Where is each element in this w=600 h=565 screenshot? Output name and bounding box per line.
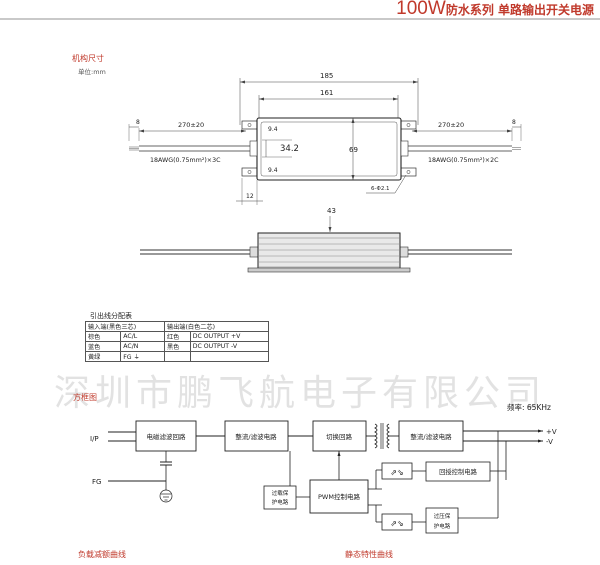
block-feedback: 回授控制电路 — [439, 467, 477, 476]
watermark: 深圳市鹏飞航电子有限公司 — [53, 373, 546, 414]
dim-cable-right: 270±20 — [438, 121, 464, 129]
table-cell — [189, 351, 270, 362]
hole-note: 6-Φ2.1 — [371, 186, 390, 192]
opto-icon: ⇗⇘ — [390, 519, 403, 528]
unit-label: 单位:mm — [78, 68, 106, 76]
cable-left-label: 18AWG(0.75mm²)×3C — [150, 157, 221, 164]
table-cell: FG ⏚ — [120, 351, 165, 362]
opto-icon: ⇗⇘ — [390, 468, 403, 477]
dim-inner-gap: 34.2 — [280, 144, 299, 154]
block-switch: 切换回路 — [326, 432, 353, 441]
dimensions-title: 机构尺寸 — [72, 54, 104, 63]
block-ovp2-line1: 过压保 — [434, 512, 451, 520]
block-ovp-line1: 过载保 — [272, 489, 289, 497]
block-emi: 电磁滤波回路 — [147, 432, 187, 441]
block-pwm: PWM控制电路 — [318, 492, 360, 501]
dim-overall-width: 185 — [320, 72, 333, 80]
dim-bottom-offset: 9.4 — [268, 167, 278, 174]
footer-left-caption: 负载减额曲线 — [78, 550, 126, 559]
table-row: 黄绿 FG ⏚ — [84, 351, 270, 362]
dim-flange: 12 — [246, 193, 254, 200]
block-ovp-line2: 护电路 — [272, 498, 289, 506]
pin-table: 输入端(黑色三芯) 输出端(白色二芯) 棕色 AC/L 红色 DC OUTPUT… — [84, 321, 270, 362]
pin-table-title: 引出线分配表 — [90, 312, 132, 320]
dim-top-offset: 9.4 — [268, 126, 278, 133]
frequency-label: 频率: 65KHz — [507, 403, 551, 412]
block-ovp2-line2: 护电路 — [434, 522, 451, 530]
dim-end-right: 8 — [512, 119, 516, 126]
title-series: 防水系列 单路输出开关电源 — [445, 3, 594, 17]
table-cell: 黄绿 — [84, 351, 122, 362]
block-rect2: 整流/滤波电路 — [410, 432, 452, 441]
io-fg-label: FG — [92, 478, 101, 486]
block-diagram-title: 方框图 — [73, 393, 97, 402]
output-pos-label: +V — [546, 428, 557, 436]
dim-height: 69 — [349, 146, 358, 154]
header-rule — [0, 18, 600, 20]
cable-right-label: 18AWG(0.75mm²)×2C — [428, 157, 499, 164]
title-model: 100W — [396, 0, 446, 19]
io-input-label: I/P — [90, 435, 99, 443]
page-title: 100W防水系列 单路输出开关电源 — [396, 0, 594, 20]
dim-end-left: 8 — [136, 119, 140, 126]
dim-body-width: 161 — [320, 89, 333, 97]
output-neg-label: -V — [546, 438, 553, 446]
footer-right-caption: 静态特性曲线 — [345, 550, 393, 559]
dim-side-height: 43 — [327, 207, 336, 215]
block-rect1: 整流/滤波电路 — [235, 432, 277, 441]
mechanical-drawing: 185 161 9.4 34.2 9.4 69 270±20 8 — [128, 72, 522, 273]
dim-cable-left: 270±20 — [178, 121, 204, 129]
